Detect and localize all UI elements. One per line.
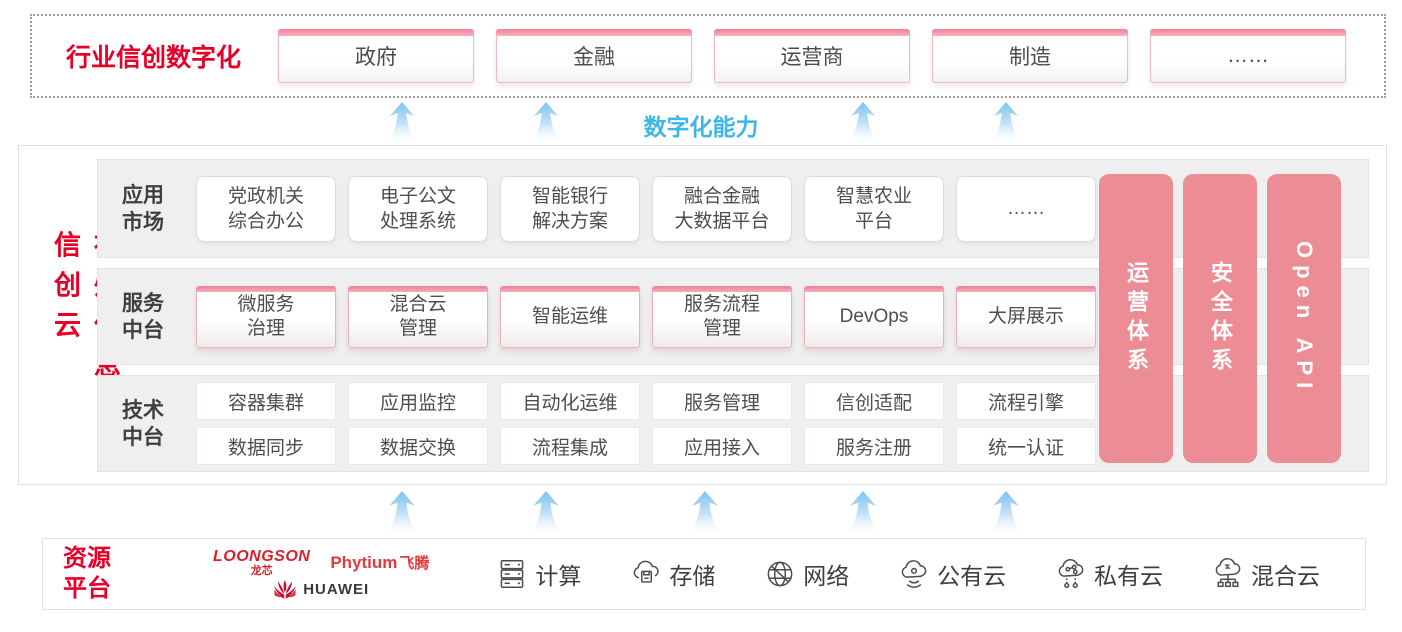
loongson-cn-label: 龙芯 <box>250 564 273 577</box>
sector-box-government: 政府 <box>278 29 474 83</box>
tech-box-auto-ops: 自动化运维 <box>500 382 640 420</box>
tech-middle-label: 技术 中台 <box>122 398 164 449</box>
pillar-security-system: 安全体系 <box>1183 174 1257 463</box>
app-box-party-office: 党政机关 综合办公 <box>196 175 336 242</box>
phytium-cn-label: 飞腾 <box>399 555 430 572</box>
tech-box-process-integration: 流程集成 <box>500 427 640 465</box>
vendor-row-huawei: HUAWEI <box>273 579 370 600</box>
svc-box-devops: DevOps <box>804 285 944 348</box>
tech-middle-row: 技术 中台 容器集群 应用监控 自动化运维 服务管理 信创适配 流程引擎 数据同… <box>97 375 1369 472</box>
public-cloud-icon <box>901 560 927 588</box>
app-market-label: 应用 市场 <box>122 183 164 234</box>
up-arrow-icon <box>529 491 563 537</box>
tech-box-data-sync: 数据同步 <box>196 427 336 465</box>
pillar-operations-system: 运营体系 <box>1099 174 1173 463</box>
resource-item-label: 网络 <box>803 563 850 589</box>
sector-box-manufacturing: 制造 <box>932 29 1128 83</box>
up-arrow-icon <box>989 491 1023 537</box>
app-box-edoc-system: 电子公文 处理系统 <box>348 175 488 242</box>
resource-item-hybrid-cloud: 混合云 <box>1210 556 1320 592</box>
lower-arrow-strip <box>0 491 1402 538</box>
loongson-logo: LOONGSON 龙芯 <box>213 547 311 577</box>
storage-icon <box>634 560 660 583</box>
svc-box-big-screen: 大屏展示 <box>956 285 1096 348</box>
service-middle-row: 服务 中台 微服务 治理 混合云 管理 智能运维 服务流程 管理 DevOps … <box>97 268 1369 365</box>
service-middle-label: 服务 中台 <box>122 291 164 342</box>
vendor-row-chips: LOONGSON 龙芯 Phytium 飞腾 <box>213 547 429 577</box>
tech-row-2: 数据同步 数据交换 流程集成 应用接入 服务注册 统一认证 <box>196 427 1096 465</box>
tech-box-service-mgmt: 服务管理 <box>652 382 792 420</box>
private-cloud-icon <box>1058 559 1084 589</box>
up-arrow-icon <box>530 102 562 145</box>
app-box-smart-agriculture: 智慧农业 平台 <box>804 175 944 242</box>
up-arrow-icon <box>846 491 880 537</box>
resource-items: 计算 存储 网络 <box>494 556 1320 592</box>
tech-box-app-monitor: 应用监控 <box>348 382 488 420</box>
resource-platform-box: 资源 平台 LOONGSON 龙芯 Phytium 飞腾 <box>42 538 1366 610</box>
tech-middle-boxes: 容器集群 应用监控 自动化运维 服务管理 信创适配 流程引擎 数据同步 数据交换… <box>196 382 1096 465</box>
industry-banner: 行业信创数字化 政府 金融 运营商 制造 …… <box>30 14 1386 98</box>
service-middle-boxes: 微服务 治理 混合云 管理 智能运维 服务流程 管理 DevOps 大屏展示 <box>196 285 1096 348</box>
tech-box-service-registry: 服务注册 <box>804 427 944 465</box>
hybrid-cloud-icon <box>1215 557 1241 588</box>
huawei-logo: HUAWEI <box>273 579 370 600</box>
up-arrow-icon <box>990 102 1022 145</box>
resource-item-compute: 计算 <box>494 556 581 592</box>
resource-item-network: 网络 <box>762 556 849 592</box>
app-market-boxes: 党政机关 综合办公 电子公文 处理系统 智能银行 解决方案 融合金融 大数据平台… <box>196 175 1096 242</box>
app-box-finance-bigdata: 融合金融 大数据平台 <box>652 175 792 242</box>
sector-list: 政府 金融 运营商 制造 …… <box>278 29 1346 83</box>
svc-box-aiops: 智能运维 <box>500 285 640 348</box>
huawei-wordmark: HUAWEI <box>303 581 370 598</box>
resource-item-public-cloud: 公有云 <box>896 556 1006 592</box>
pillar-open-api: Open API <box>1267 174 1341 463</box>
app-box-more: …… <box>956 175 1096 242</box>
resource-item-label: 公有云 <box>937 563 1007 589</box>
sector-box-more: …… <box>1150 29 1346 83</box>
tech-box-container-cluster: 容器集群 <box>196 382 336 420</box>
tech-row-1: 容器集群 应用监控 自动化运维 服务管理 信创适配 流程引擎 <box>196 382 1096 420</box>
up-arrow-icon <box>385 491 419 537</box>
up-arrow-icon <box>386 102 418 145</box>
resource-item-label: 存储 <box>669 563 716 589</box>
tech-box-unified-auth: 统一认证 <box>956 427 1096 465</box>
compute-icon <box>501 560 524 588</box>
sector-box-telecom: 运营商 <box>714 29 910 83</box>
network-icon <box>767 561 793 587</box>
phytium-wordmark: Phytium <box>330 553 398 572</box>
resource-item-label: 私有云 <box>1094 563 1164 589</box>
svc-box-hybrid-cloud-mgmt: 混合云 管理 <box>348 285 488 348</box>
resource-item-label: 混合云 <box>1250 563 1320 589</box>
up-arrow-icon <box>847 102 879 145</box>
sector-box-finance: 金融 <box>496 29 692 83</box>
huawei-flower-icon <box>274 579 297 599</box>
tech-box-app-access: 应用接入 <box>652 427 792 465</box>
resource-item-label: 计算 <box>535 563 582 589</box>
resource-item-private-cloud: 私有云 <box>1053 556 1163 592</box>
app-market-row: 应用 市场 党政机关 综合办公 电子公文 处理系统 智能银行 解决方案 融合金融… <box>97 159 1369 258</box>
vendor-logos: LOONGSON 龙芯 Phytium 飞腾 <box>213 547 429 600</box>
upper-arrow-strip <box>0 102 1402 145</box>
cloud-platform-box: 神州信息信创云 应用 市场 党政机关 综合办公 电子公文 处理系统 智能银行 解… <box>18 145 1387 485</box>
tech-box-data-exchange: 数据交换 <box>348 427 488 465</box>
resource-item-storage: 存储 <box>628 556 715 592</box>
banner-title: 行业信创数字化 <box>66 44 242 72</box>
phytium-logo: Phytium 飞腾 <box>330 554 429 571</box>
resource-platform-label: 资源 平台 <box>63 545 111 602</box>
capability-label: 数字化能力 <box>643 114 759 140</box>
app-box-smart-bank: 智能银行 解决方案 <box>500 175 640 242</box>
tech-box-xinchuang-adapt: 信创适配 <box>804 382 944 420</box>
up-arrow-icon <box>688 491 722 537</box>
loongson-wordmark: LOONGSON <box>213 547 311 565</box>
svc-box-service-process: 服务流程 管理 <box>652 285 792 348</box>
svc-box-microservice: 微服务 治理 <box>196 285 336 348</box>
tech-box-process-engine: 流程引擎 <box>956 382 1096 420</box>
